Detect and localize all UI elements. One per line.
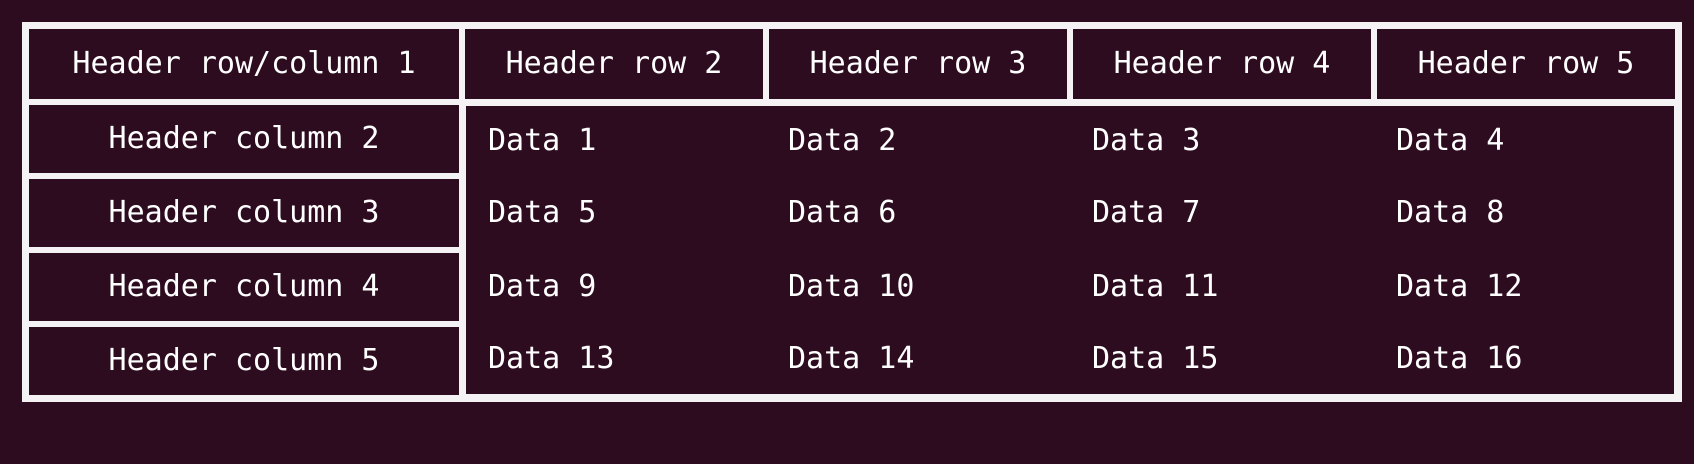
table-cell: Data 7 (1070, 176, 1374, 250)
table-cell: Data 16 (1374, 324, 1678, 398)
table-cell: Data 11 (1070, 250, 1374, 324)
data-table: Header row/column 1 Header row 2 Header … (22, 22, 1682, 402)
row-header-2: Header column 2 (26, 102, 462, 176)
row-header-5: Header column 5 (26, 324, 462, 398)
table-cell: Data 8 (1374, 176, 1678, 250)
column-header-3: Header row 3 (766, 26, 1070, 102)
row-header-3: Header column 3 (26, 176, 462, 250)
table-cell: Data 10 (766, 250, 1070, 324)
header-row: Header row/column 1 Header row 2 Header … (26, 26, 1678, 102)
table-cell: Data 15 (1070, 324, 1374, 398)
table-cell: Data 5 (462, 176, 766, 250)
column-header-4: Header row 4 (1070, 26, 1374, 102)
table-cell: Data 3 (1070, 102, 1374, 176)
table-cell: Data 13 (462, 324, 766, 398)
table-row: Header column 3 Data 5 Data 6 Data 7 Dat… (26, 176, 1678, 250)
table-head: Header row/column 1 Header row 2 Header … (26, 26, 1678, 102)
table-cell: Data 4 (1374, 102, 1678, 176)
table-row: Header column 5 Data 13 Data 14 Data 15 … (26, 324, 1678, 398)
table-cell: Data 6 (766, 176, 1070, 250)
table-cell: Data 9 (462, 250, 766, 324)
table-row: Header column 2 Data 1 Data 2 Data 3 Dat… (26, 102, 1678, 176)
table-body: Header column 2 Data 1 Data 2 Data 3 Dat… (26, 102, 1678, 398)
row-header-4: Header column 4 (26, 250, 462, 324)
table-row: Header column 4 Data 9 Data 10 Data 11 D… (26, 250, 1678, 324)
column-header-2: Header row 2 (462, 26, 766, 102)
table-cell: Data 2 (766, 102, 1070, 176)
column-header-5: Header row 5 (1374, 26, 1678, 102)
table-corner-header: Header row/column 1 (26, 26, 462, 102)
table-cell: Data 12 (1374, 250, 1678, 324)
table-cell: Data 1 (462, 102, 766, 176)
table-cell: Data 14 (766, 324, 1070, 398)
